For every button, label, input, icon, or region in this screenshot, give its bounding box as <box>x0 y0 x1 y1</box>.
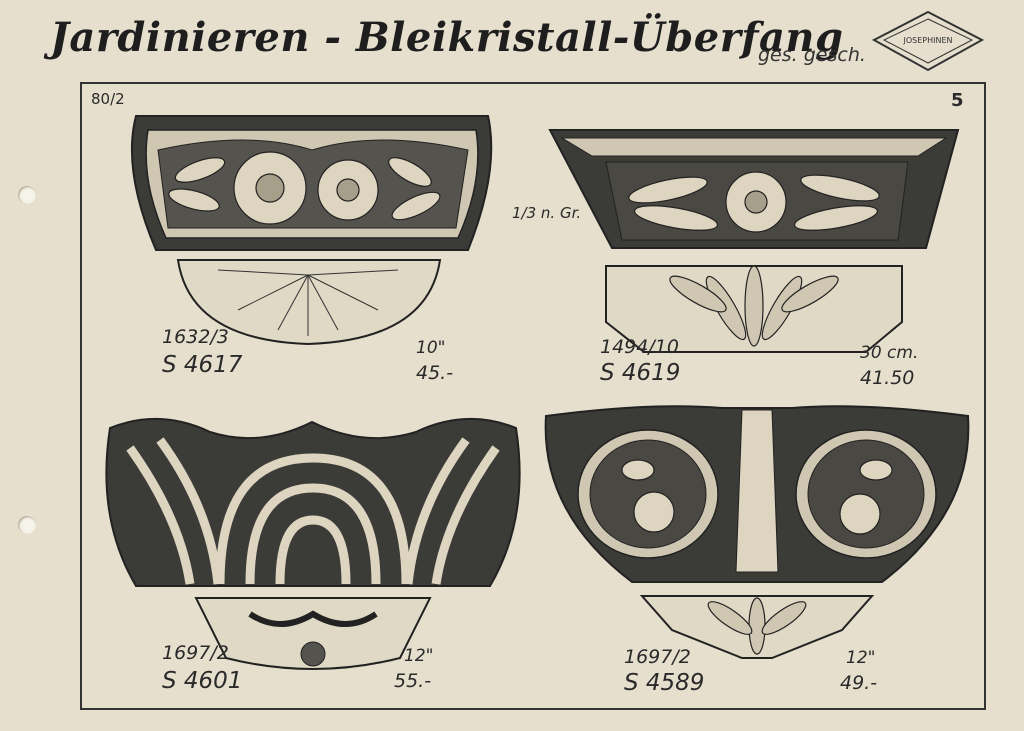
product-model: 1494/10 <box>600 336 679 358</box>
jardiniere-1697-illustration <box>105 417 521 670</box>
scale-note: 1/3 n. Gr. <box>512 204 582 222</box>
binder-hole <box>18 186 36 204</box>
jardiniere-1494-illustration <box>548 129 960 353</box>
product-price: 49.- <box>840 672 878 694</box>
product-size: 30 cm. <box>860 343 919 363</box>
product-size: 12" <box>404 646 434 666</box>
logo-text: JOSEPHINEN <box>902 36 952 45</box>
page-code: 80/2 <box>91 90 125 108</box>
page-number: 5 <box>951 90 964 111</box>
product-price: 45.- <box>416 362 454 384</box>
product-model: 1697/2 <box>624 646 691 668</box>
product-model: 1632/3 <box>162 326 229 348</box>
product-price: 41.50 <box>860 367 915 389</box>
protected-note: ges. gesch. <box>758 44 866 66</box>
product-model: 1697/2 <box>162 642 229 664</box>
jardiniere-1697-winged-illustration <box>544 405 970 659</box>
product-sku: S 4589 <box>624 670 705 696</box>
product-price: 55.- <box>394 670 432 692</box>
product-size: 12" <box>846 648 876 668</box>
catalog-frame <box>80 82 986 710</box>
josephinen-logo: JOSEPHINEN <box>872 10 984 72</box>
product-size: 10" <box>416 338 446 358</box>
product-sku: S 4619 <box>600 360 681 386</box>
product-sku: S 4617 <box>162 352 243 378</box>
binder-hole <box>18 516 36 534</box>
jardiniere-1632-illustration <box>131 115 493 346</box>
product-sku: S 4601 <box>162 668 243 694</box>
page-title: Jardinieren - Bleikristall-Überfang <box>50 14 844 61</box>
